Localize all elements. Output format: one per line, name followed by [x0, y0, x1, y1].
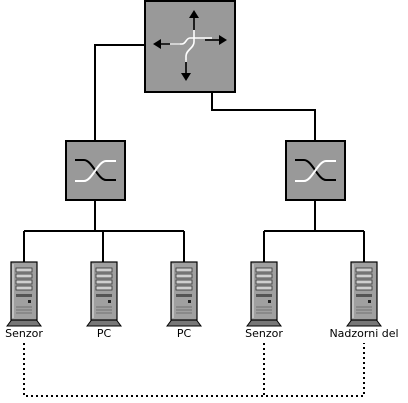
dotted-links — [23, 343, 365, 397]
device-label-3: PC — [176, 327, 192, 340]
link-router-switch-left — [94, 44, 145, 141]
device-label-5: Nadzorni del — [329, 327, 399, 340]
devices — [6, 261, 382, 327]
router-icon — [144, 0, 236, 93]
device-label-2: PC — [96, 327, 112, 340]
switch-icon — [65, 140, 126, 201]
server-tower-icon — [6, 261, 42, 327]
server-tower-icon — [346, 261, 382, 327]
server-tower-icon — [246, 261, 282, 327]
link-router-switch-right — [211, 92, 316, 141]
server-tower-icon — [166, 261, 202, 327]
solid-links — [23, 44, 365, 262]
device-label-1: Senzor — [5, 327, 43, 340]
device-label-4: Senzor — [245, 327, 283, 340]
link-dotted-bottom — [23, 343, 365, 397]
server-tower-icon — [86, 261, 122, 327]
switch-icon — [285, 140, 346, 201]
